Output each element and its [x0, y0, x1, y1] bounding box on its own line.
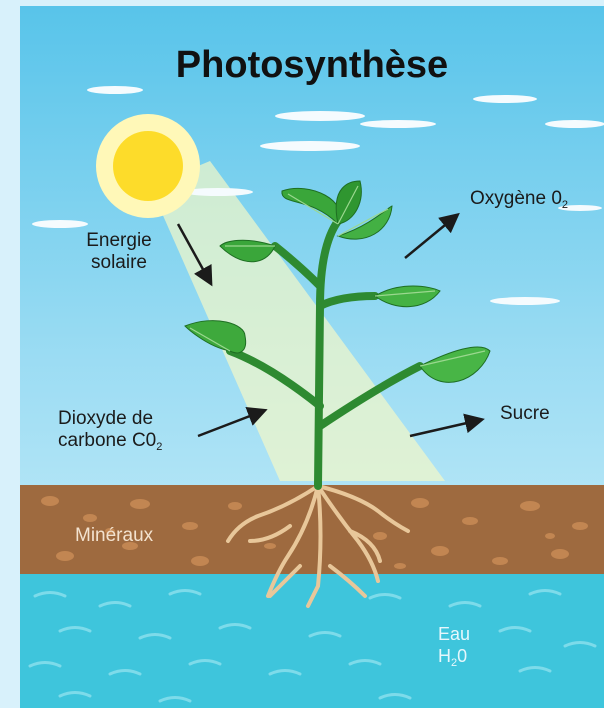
energy-label-line2: solaire [78, 252, 160, 274]
sugar-label: Sucre [500, 403, 550, 425]
illustration-layer [20, 6, 604, 708]
water-o: 0 [457, 646, 467, 666]
water-formula: H20 [438, 645, 470, 667]
co2-arrow [198, 411, 263, 436]
water-label-line1: Eau [438, 623, 470, 645]
energy-label: Energie solaire [78, 230, 160, 274]
plant-roots [228, 486, 408, 606]
co2-label: Dioxyde de carbone C02 [58, 408, 162, 452]
energy-arrow [178, 224, 210, 282]
energy-label-line1: Energie [78, 230, 160, 252]
sugar-arrow [410, 420, 480, 436]
water-h: H [438, 646, 451, 666]
oxygen-subscript: 2 [562, 199, 568, 211]
diagram-scene: Photosynthèse Energie solaire Oxygène 02… [20, 6, 604, 708]
co2-text: carbone C0 [58, 430, 156, 451]
diagram-title: Photosynthèse [20, 44, 604, 87]
co2-label-line1: Dioxyde de [58, 408, 162, 430]
oxygen-arrow [405, 216, 456, 258]
water-label: Eau H20 [438, 623, 470, 667]
co2-subscript: 2 [156, 441, 162, 453]
oxygen-text: Oxygène 0 [470, 188, 562, 209]
oxygen-label: Oxygène 02 [470, 188, 568, 210]
co2-label-line2: carbone C02 [58, 430, 162, 452]
minerals-label: Minéraux [75, 525, 153, 547]
water-waves [30, 591, 595, 702]
